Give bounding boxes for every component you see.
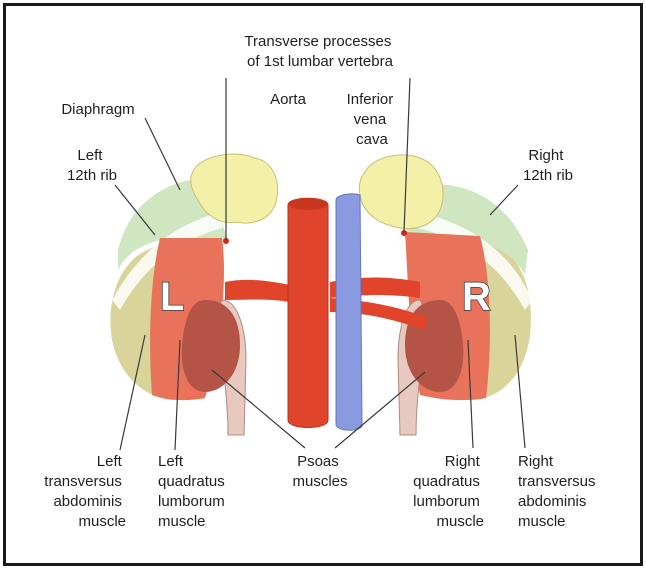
- aorta: [288, 198, 328, 427]
- label-left-quadratus: Left quadratus lumborum muscle: [158, 453, 229, 530]
- label-left-12th-rib: Left 12th rib: [67, 147, 117, 184]
- left-kidney-letter: L: [160, 275, 184, 319]
- label-left-transversus: Left transversus abdominis muscle: [44, 453, 126, 530]
- aorta-top: [288, 198, 328, 210]
- label-right-12th-rib: Right 12th rib: [523, 147, 573, 184]
- label-inferior-vena-cava: Inferior vena cava: [347, 91, 398, 148]
- left-renal-vessel: [225, 280, 290, 302]
- right-adrenal-gland: [359, 155, 443, 229]
- label-right-transversus: Right transversus abdominis muscle: [518, 453, 600, 530]
- label-transverse-processes: Transverse processes of 1st lumbar verte…: [244, 33, 395, 70]
- label-psoas: Psoas muscles: [292, 453, 347, 490]
- right-kidney-letter: R: [462, 275, 491, 319]
- label-aorta: Aorta: [270, 91, 307, 108]
- inferior-vena-cava: [336, 194, 362, 430]
- label-diaphragm: Diaphragm: [61, 101, 134, 118]
- label-right-quadratus: Right quadratus lumborum muscle: [413, 453, 484, 530]
